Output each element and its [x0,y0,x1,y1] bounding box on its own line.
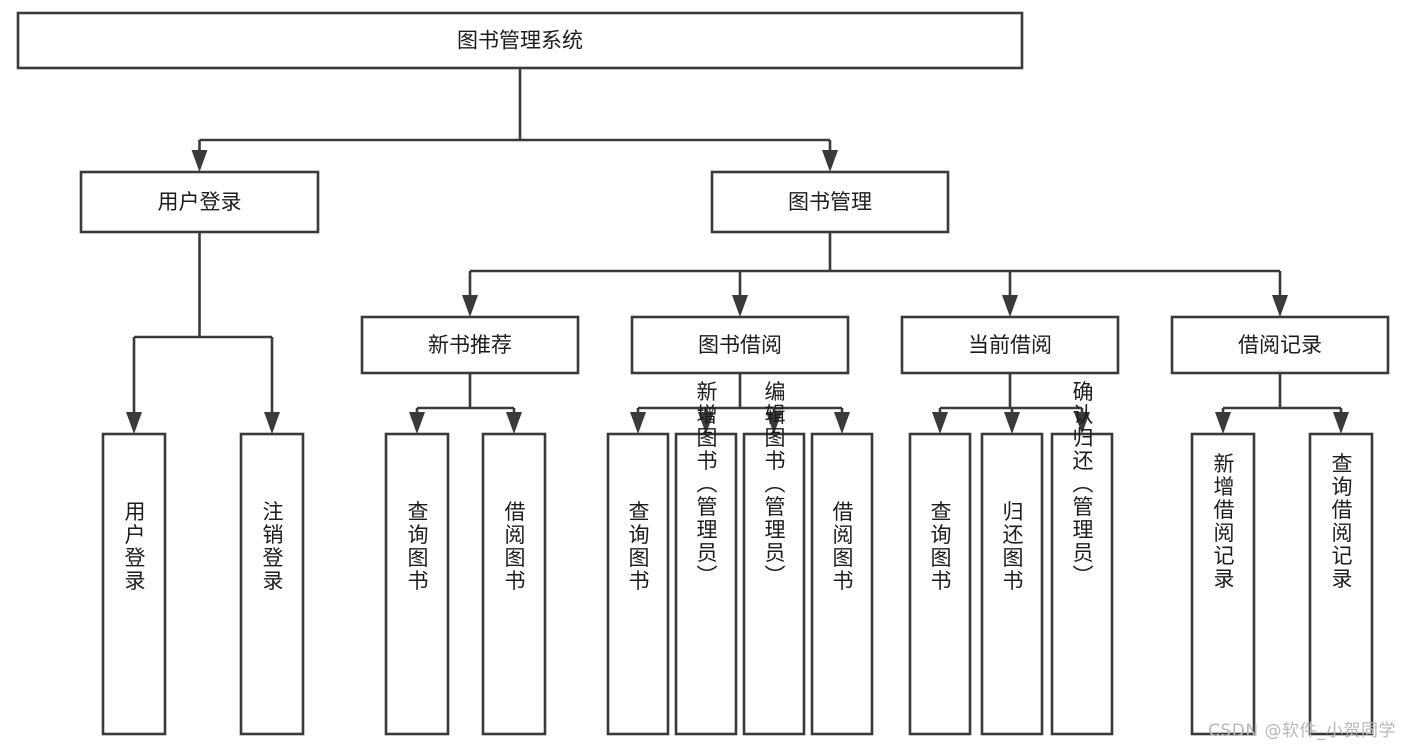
node-layer: 图书管理系统用户登录图书管理新书推荐图书借阅当前借阅借阅记录用户登录注销登录查询… [16,11,1390,736]
node-label-leaf-borrow-book-2: 借阅图书 [830,501,854,593]
node-label-leaf-query-record: 查询借阅记录 [1329,453,1353,591]
arrow-edit-book-icon [766,412,782,434]
arrow-add-book-icon [698,412,714,434]
node-label-root: 图书管理系统 [457,29,583,53]
arrow-book-manage-icon [822,150,838,172]
node-leaf-return-book[interactable]: 归还图书 [980,432,1044,736]
node-label-leaf-add-record: 新增借阅记录 [1211,453,1235,591]
node-box-leaf-borrow-book-2 [810,432,874,736]
arrow-query-book-1-icon [409,412,425,434]
node-leaf-confirm-return[interactable]: 确认归还（管理员） [1050,381,1114,736]
node-leaf-query-book-3[interactable]: 查询图书 [908,432,972,736]
node-box-leaf-user-login [101,432,167,736]
arrow-confirm-return-icon [1074,412,1090,434]
node-label-new-book-recommend: 新书推荐 [428,333,512,357]
node-label-leaf-logout: 注销登录 [260,501,284,593]
node-user-login[interactable]: 用户登录 [79,170,320,234]
node-box-leaf-add-record [1190,432,1256,736]
node-label-leaf-query-book-3: 查询图书 [928,501,952,593]
node-label-leaf-return-book: 归还图书 [1000,501,1024,593]
node-leaf-query-book-1[interactable]: 查询图书 [384,432,450,736]
node-box-leaf-logout [239,432,305,736]
node-box-user-login [79,170,320,234]
node-box-root [16,11,1024,70]
node-leaf-edit-book[interactable]: 编辑图书（管理员） [742,381,806,736]
node-new-book-recommend[interactable]: 新书推荐 [360,315,580,375]
node-box-new-book-recommend [360,315,580,375]
arrow-borrow-book-2-icon [834,412,850,434]
arrow-query-book-3-icon [932,412,948,434]
arrow-query-record-icon [1333,412,1349,434]
node-box-leaf-add-book [674,432,738,736]
node-label-user-login: 用户登录 [158,190,242,214]
node-label-leaf-query-book-2: 查询图书 [626,501,650,593]
node-box-book-manage [710,170,950,234]
arrow-leaf-logout-icon [264,412,280,434]
node-box-book-borrow [630,315,850,375]
arrow-head-layer [126,150,1349,434]
node-leaf-add-book[interactable]: 新增图书（管理员） [674,381,738,736]
node-book-manage[interactable]: 图书管理 [710,170,950,234]
node-box-leaf-query-book-2 [606,432,670,736]
node-label-book-manage: 图书管理 [788,190,872,214]
node-label-book-borrow: 图书借阅 [698,333,782,357]
node-box-leaf-borrow-book-1 [481,432,547,736]
node-box-leaf-query-record [1308,432,1374,736]
node-box-borrow-record [1170,315,1390,375]
node-label-borrow-record: 借阅记录 [1238,333,1322,357]
node-label-leaf-query-book-1: 查询图书 [405,501,429,593]
node-book-borrow[interactable]: 图书借阅 [630,315,850,375]
arrow-current-borrow-icon [1002,295,1018,317]
node-current-borrow[interactable]: 当前借阅 [900,315,1120,375]
arrow-borrow-book-1-icon [506,412,522,434]
arrow-borrow-record-icon [1272,295,1288,317]
arrow-return-book-icon [1004,412,1020,434]
arrow-leaf-user-login-icon [126,412,142,434]
node-label-leaf-confirm-return: 确认归还（管理员） [1070,381,1094,588]
node-box-leaf-query-book-3 [908,432,972,736]
watermark: CSDN @软件_小贺同学 [1208,721,1396,741]
node-leaf-query-record[interactable]: 查询借阅记录 [1308,432,1374,736]
node-leaf-borrow-book-2[interactable]: 借阅图书 [810,432,874,736]
node-leaf-query-book-2[interactable]: 查询图书 [606,432,670,736]
node-label-leaf-borrow-book-1: 借阅图书 [502,501,526,593]
node-leaf-logout[interactable]: 注销登录 [239,432,305,736]
node-leaf-add-record[interactable]: 新增借阅记录 [1190,432,1256,736]
node-leaf-borrow-book-1[interactable]: 借阅图书 [481,432,547,736]
arrow-add-record-icon [1215,412,1231,434]
node-box-current-borrow [900,315,1120,375]
arrow-user-login-icon [191,150,208,172]
node-box-leaf-edit-book [742,432,806,736]
node-leaf-user-login[interactable]: 用户登录 [101,432,167,736]
node-label-leaf-user-login: 用户登录 [122,501,146,593]
node-box-leaf-return-book [980,432,1044,736]
node-label-leaf-edit-book: 编辑图书（管理员） [762,381,786,588]
node-borrow-record[interactable]: 借阅记录 [1170,315,1390,375]
arrow-new-book-icon [462,295,478,317]
arrow-book-borrow-icon [732,295,748,317]
node-label-current-borrow: 当前借阅 [968,333,1052,357]
node-root[interactable]: 图书管理系统 [16,11,1024,70]
node-box-leaf-confirm-return [1050,432,1114,736]
arrow-query-book-2-icon [630,412,646,434]
node-label-leaf-add-book: 新增图书（管理员） [694,381,718,588]
node-box-leaf-query-book-1 [384,432,450,736]
